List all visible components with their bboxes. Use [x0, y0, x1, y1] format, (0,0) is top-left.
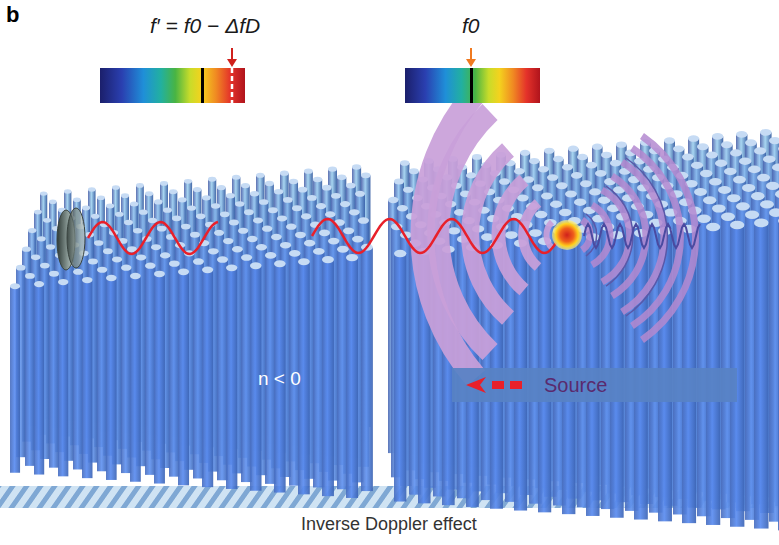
motion-arrow: [466, 375, 528, 395]
figure-caption: Inverse Doppler effect: [301, 514, 477, 535]
frequency-label: f′ = f0 − ΔfD: [150, 14, 260, 38]
wave-emitted: [312, 219, 556, 253]
frequency-label: f0: [462, 14, 480, 38]
medium-label: n < 0: [258, 368, 301, 390]
pillar-array: [10, 127, 779, 531]
detector: [57, 208, 85, 270]
panel-letter: b: [6, 2, 19, 28]
wave-redshift: [88, 222, 218, 254]
source-dot: [552, 220, 582, 250]
spectrum-shifted: [100, 48, 245, 103]
wavefronts: [423, 92, 552, 378]
wave-compressed: [584, 224, 700, 248]
source-band: Source: [452, 368, 737, 402]
spectrum-emitted: [405, 48, 540, 103]
node-text: Source: [544, 374, 607, 397]
